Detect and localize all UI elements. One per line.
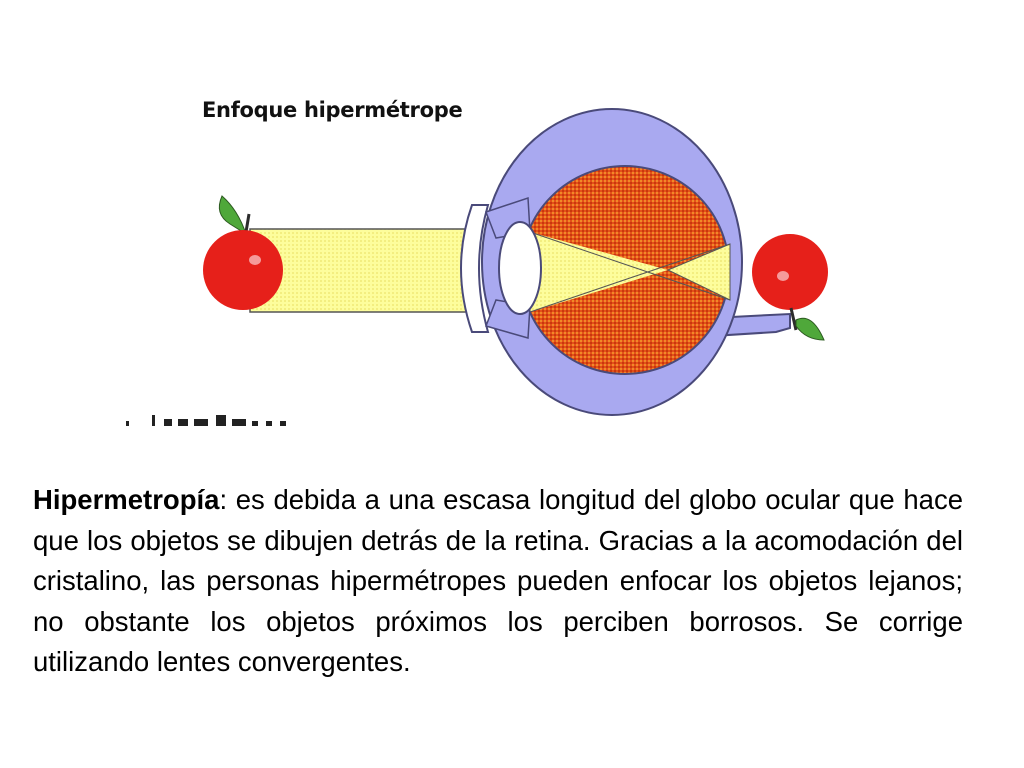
diagram-title: Enfoque hipermétrope [202, 98, 463, 122]
ray-upper [529, 231, 731, 301]
eye-diagram-svg [203, 108, 828, 416]
description-paragraph: Hipermetropía: es debida a una escasa lo… [33, 480, 963, 683]
focus-behind-retina-cone [666, 243, 731, 301]
crystalline-lens [498, 221, 542, 315]
definition-text: : es debida a una escasa longitud del gl… [33, 484, 963, 677]
incident-light-beam [249, 228, 476, 313]
apple-icon [203, 195, 283, 310]
refracted-light-cone [530, 232, 668, 312]
hyperopia-diagram: Enfoque hipermétrope [126, 98, 828, 426]
eyeball [460, 108, 791, 416]
cornea [460, 204, 490, 333]
ray-lower [529, 243, 731, 313]
inverted-apple-icon [752, 234, 828, 341]
term-hipermetropia: Hipermetropía [33, 484, 220, 515]
scan-artifact [126, 415, 286, 426]
